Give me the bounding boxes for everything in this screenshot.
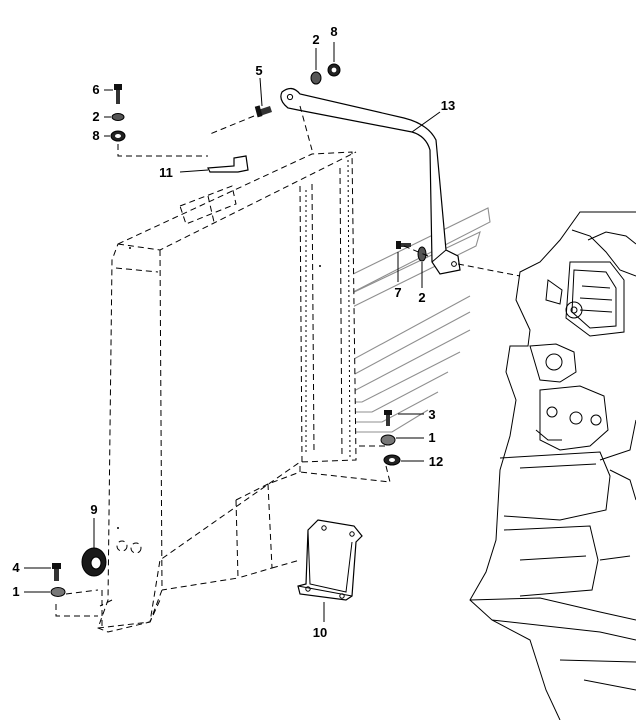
left-leader-ticks <box>24 89 424 593</box>
callout-6: 6 <box>92 82 99 97</box>
callout-8-top: 8 <box>330 24 337 39</box>
callout-8-left: 8 <box>92 128 99 143</box>
hardware-fasteners <box>50 63 427 597</box>
bracket-11 <box>207 155 249 173</box>
callout-2-top: 2 <box>312 32 319 47</box>
callout-labels: 6 2 8 5 2 8 13 11 7 2 3 1 12 9 4 1 10 <box>12 24 455 640</box>
callout-11: 11 <box>159 165 173 180</box>
callout-13: 13 <box>441 98 455 113</box>
mounting-bracket-10 <box>297 519 363 601</box>
support-rod-13 <box>280 87 461 275</box>
callout-4: 4 <box>12 560 20 575</box>
callout-3: 3 <box>428 407 435 422</box>
assembly-lines <box>55 105 521 628</box>
grommet-9 <box>81 547 107 577</box>
callout-9: 9 <box>90 502 97 517</box>
radiator-assembly <box>97 151 357 633</box>
callout-1-right: 1 <box>428 430 435 445</box>
callout-7: 7 <box>394 285 401 300</box>
callout-2-left: 2 <box>92 109 99 124</box>
leader-lines <box>93 42 441 622</box>
callout-1-left: 1 <box>12 584 19 599</box>
callout-5: 5 <box>255 63 262 78</box>
callout-12: 12 <box>429 454 443 469</box>
engine-block <box>469 211 636 720</box>
callout-10: 10 <box>313 625 327 640</box>
callout-2-right: 2 <box>418 290 425 305</box>
